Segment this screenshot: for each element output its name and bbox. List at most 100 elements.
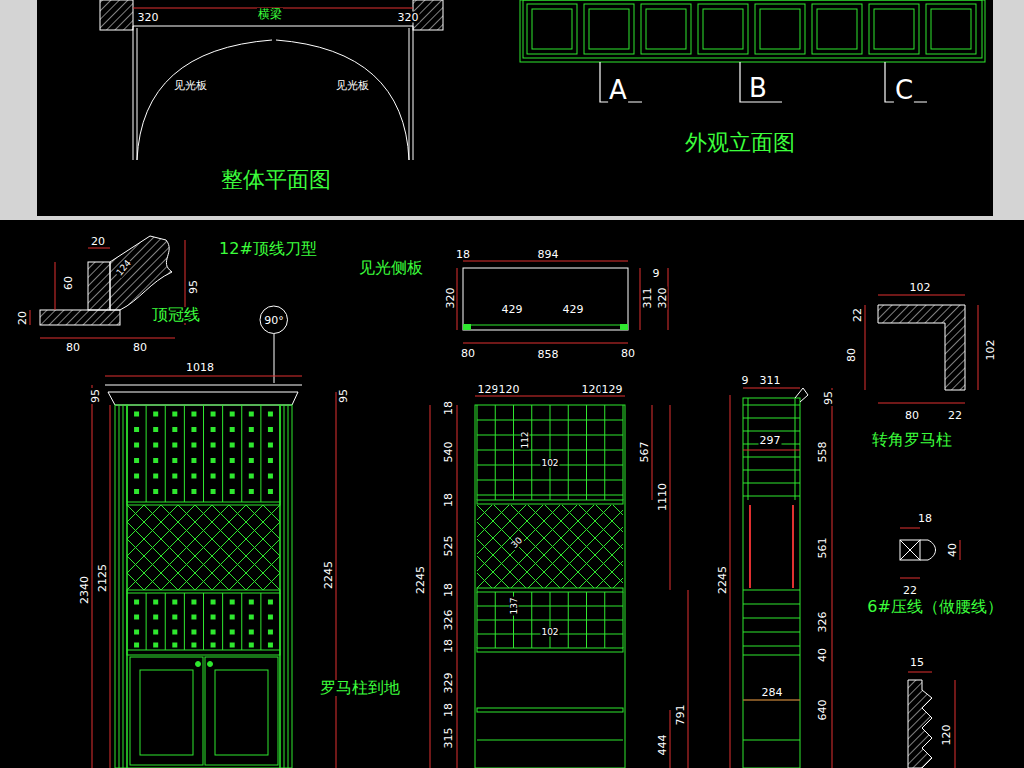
angle-value: 90° bbox=[264, 315, 284, 326]
dimension-number: 102 bbox=[540, 459, 559, 468]
dimension-number: 2245 bbox=[717, 565, 728, 595]
dimension-number: 20 bbox=[90, 236, 106, 247]
dimension-number: 60 bbox=[63, 275, 74, 291]
dimension-number: 567 bbox=[639, 441, 650, 464]
dimension-number: 80 bbox=[460, 348, 476, 359]
dimension-number: 80 bbox=[620, 348, 636, 359]
dimension-number: 1110 bbox=[657, 482, 668, 512]
dimension-number: 20 bbox=[17, 310, 28, 326]
waist-profile bbox=[900, 540, 936, 768]
dimension-number: 120 bbox=[941, 724, 952, 747]
dimension-number: 284 bbox=[761, 687, 784, 698]
section-marker: A bbox=[608, 77, 628, 103]
dimension-number: 311 bbox=[759, 375, 782, 386]
dimension-number: 858 bbox=[537, 349, 560, 360]
section-marker: B bbox=[748, 75, 768, 101]
dimension-number: 320 bbox=[445, 287, 456, 310]
sheet-margin bbox=[0, 0, 1024, 220]
part-name: 12#顶线刀型 bbox=[218, 241, 318, 257]
dimension-number: 525 bbox=[443, 535, 454, 558]
part-name: 见光板 bbox=[173, 80, 208, 91]
dimension-lines bbox=[92, 376, 960, 768]
dimension-number: 22 bbox=[947, 410, 963, 421]
dimension-number: 18 bbox=[455, 249, 471, 260]
dimension-number: 315 bbox=[443, 727, 454, 750]
dimension-number: 80 bbox=[65, 342, 81, 353]
dimension-number: 444 bbox=[657, 734, 668, 757]
dimension-number: 22 bbox=[852, 307, 863, 323]
dimension-number: 311 bbox=[642, 287, 653, 310]
dimension-number: 129 bbox=[477, 384, 500, 395]
dimension-number: 22 bbox=[902, 585, 918, 596]
dimension-number: 320 bbox=[137, 12, 160, 23]
dimension-number: 95 bbox=[90, 388, 101, 404]
dimension-number: 95 bbox=[188, 279, 199, 295]
dimension-number: 18 bbox=[443, 582, 454, 598]
dimension-number: 80 bbox=[132, 342, 148, 353]
elevation-panels bbox=[527, 4, 976, 54]
dimension-number: 9 bbox=[741, 375, 750, 386]
part-name: 横梁 bbox=[257, 8, 283, 20]
cabinet-elevation bbox=[0, 334, 433, 768]
dimension-number: 326 bbox=[443, 609, 454, 632]
dimension-number: 320 bbox=[397, 12, 420, 23]
plan-view bbox=[100, 0, 443, 160]
dimension-number: 137 bbox=[510, 596, 519, 615]
dimension-number: 18 bbox=[443, 638, 454, 654]
part-name: 顶冠线 bbox=[151, 307, 201, 323]
dimension-number: 9 bbox=[652, 268, 661, 279]
dimension-number: 2340 bbox=[79, 575, 90, 605]
view-title: 整体平面图 bbox=[220, 169, 332, 191]
dimension-number: 40 bbox=[947, 542, 958, 558]
dimension-number: 40 bbox=[817, 647, 828, 663]
part-name: 罗马柱到地 bbox=[319, 680, 401, 696]
section-markers bbox=[600, 62, 927, 102]
dimension-number: 326 bbox=[817, 611, 828, 634]
part-name: 转角罗马柱 bbox=[871, 432, 953, 448]
cabinet-section bbox=[341, 405, 781, 768]
dimension-number: 18 bbox=[917, 513, 933, 524]
dimension-number: 80 bbox=[904, 410, 920, 421]
dimension-number: 1018 bbox=[185, 362, 215, 373]
dimension-number: 2125 bbox=[97, 563, 108, 593]
dimension-number: 18 bbox=[443, 400, 454, 416]
corner-column-profile bbox=[865, 295, 978, 403]
dimension-number: 102 bbox=[909, 282, 932, 293]
dimension-number: 95 bbox=[823, 390, 834, 406]
dimension-number: 320 bbox=[657, 287, 668, 310]
dimension-number: 2245 bbox=[415, 565, 426, 595]
view-title: 外观立面图 bbox=[684, 132, 796, 154]
bottom-panel bbox=[0, 222, 1024, 768]
dimension-number: 429 bbox=[562, 304, 585, 315]
side-panel-plan bbox=[457, 261, 668, 343]
dimension-number: 640 bbox=[817, 699, 828, 722]
dimension-number: 102 bbox=[985, 339, 996, 362]
dimension-number: 429 bbox=[501, 304, 524, 315]
dimension-number: 558 bbox=[817, 441, 828, 464]
dimension-number: 129 bbox=[601, 384, 624, 395]
dimension-number: 329 bbox=[443, 672, 454, 695]
dimension-number: 2245 bbox=[323, 560, 334, 590]
dimension-number: 18 bbox=[443, 492, 454, 508]
part-name: 见光侧板 bbox=[358, 260, 424, 276]
dimension-number: 561 bbox=[817, 537, 828, 560]
dimension-number: 80 bbox=[846, 347, 857, 363]
part-name: 6#压线（做腰线） bbox=[866, 599, 1004, 615]
outside-elevation bbox=[520, 0, 985, 62]
dimension-number: 540 bbox=[443, 441, 454, 464]
dimension-number: 297 bbox=[759, 435, 782, 446]
dimension-number: 15 bbox=[909, 657, 925, 668]
section-marker: C bbox=[894, 77, 914, 103]
cabinet-side bbox=[743, 388, 808, 768]
dimension-number: 894 bbox=[537, 249, 560, 260]
dimension-number: 95 bbox=[338, 388, 349, 404]
dimension-number: 791 bbox=[675, 704, 686, 727]
dimension-number: 102 bbox=[540, 628, 559, 637]
top-panel bbox=[37, 0, 993, 216]
dimension-number: 112 bbox=[521, 430, 530, 449]
dimension-number: 18 bbox=[443, 702, 454, 718]
part-name: 见光板 bbox=[335, 80, 370, 91]
angle-circle: 90° bbox=[259, 305, 289, 335]
dimension-number: 120 bbox=[498, 384, 521, 395]
